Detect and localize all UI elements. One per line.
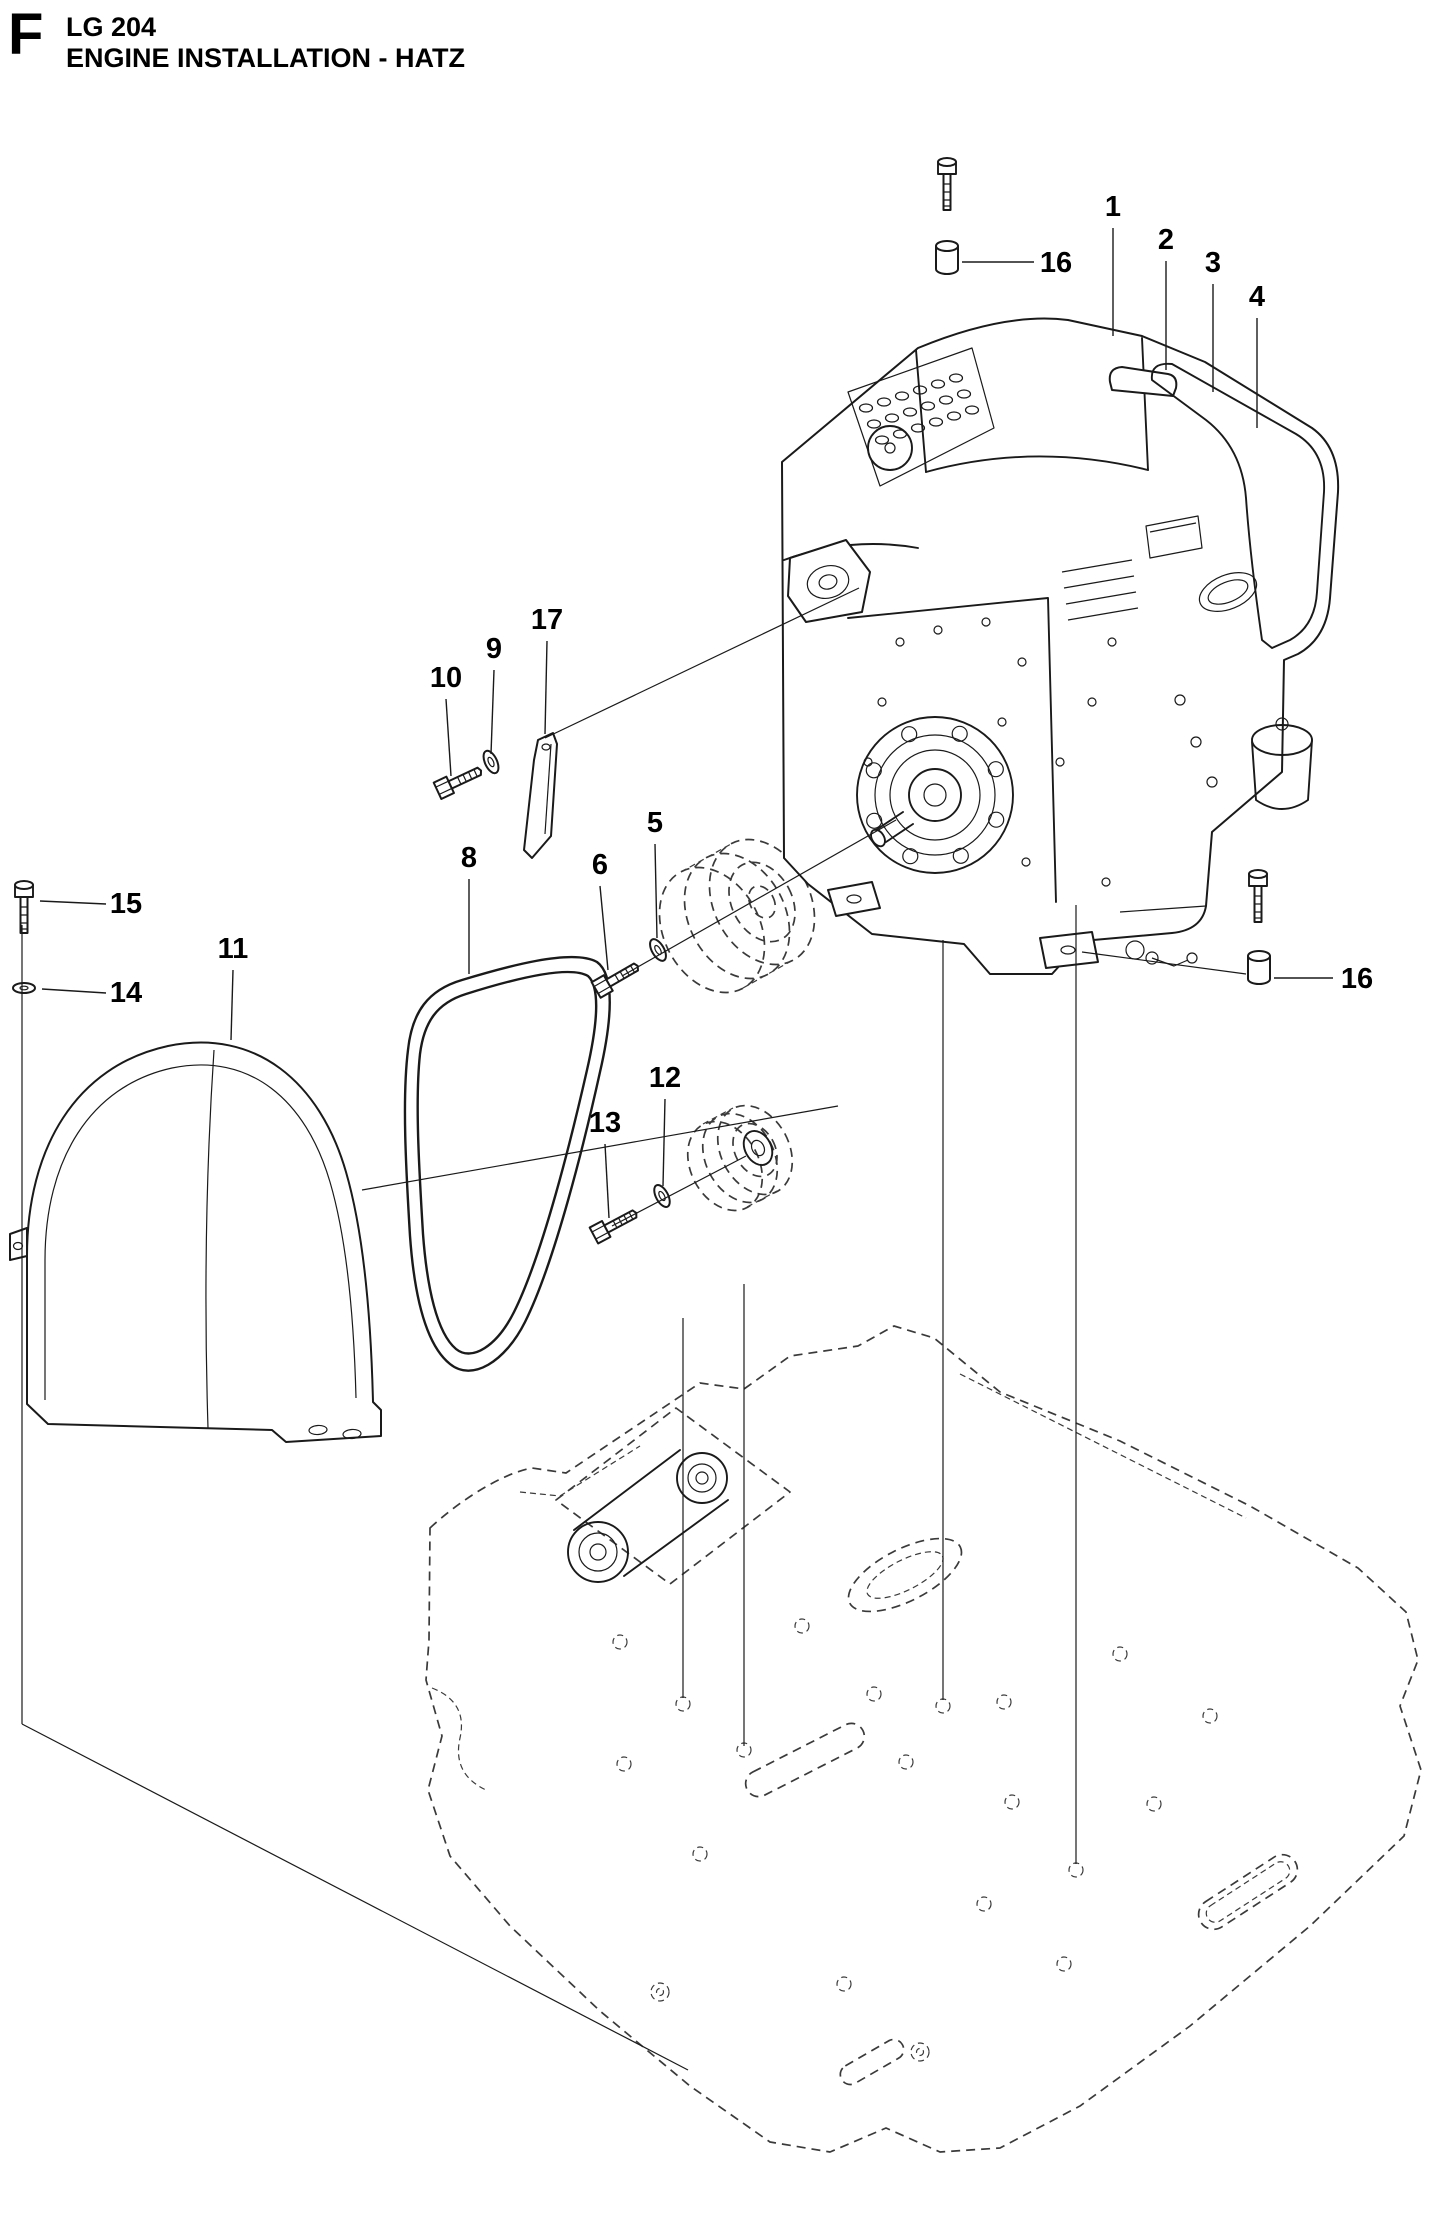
callout-label-8-10: 8 <box>461 842 477 874</box>
base-plate <box>425 1325 1422 2153</box>
construction-lines <box>21 587 1247 2071</box>
leader-line-11-13 <box>230 969 234 1041</box>
crankshaft-stub <box>875 811 914 843</box>
mount-sleeve-right <box>1247 950 1271 985</box>
flywheel <box>856 716 1014 874</box>
construction-line-1 <box>544 587 860 739</box>
lifting-handle <box>1108 366 1178 397</box>
engine-foot-left <box>827 881 881 917</box>
base-oval-boss <box>847 1537 963 1613</box>
callout-label-3-2: 3 <box>1205 247 1221 279</box>
section-letter: F <box>8 2 44 67</box>
pto-snout <box>787 539 871 623</box>
leader-line-14-12 <box>41 988 107 994</box>
callout-label-1-0: 1 <box>1105 191 1121 223</box>
construction-line-10 <box>621 819 897 977</box>
leader-line-17-5 <box>544 640 548 735</box>
leader-line-5-8 <box>654 843 658 939</box>
callout-label-14-12: 14 <box>110 977 142 1009</box>
base-slot-small <box>839 2038 905 2086</box>
oil-filter <box>1251 717 1313 810</box>
callout-label-6-9: 6 <box>592 849 608 881</box>
bolt-15 <box>14 880 34 934</box>
recoil-starter <box>867 425 913 471</box>
leader-line-6-9 <box>599 885 609 971</box>
callout-label-16-16: 16 <box>1341 963 1373 995</box>
belt-guard <box>9 1041 382 1443</box>
callout-label-15-11: 15 <box>110 888 142 920</box>
base-plate-outline <box>425 1325 1422 2153</box>
block-bolt-dots <box>863 617 1218 887</box>
base-plate-holes <box>612 1618 1218 2062</box>
callout-label-16-4: 16 <box>1040 247 1072 279</box>
screw-10 <box>432 761 486 800</box>
callout-label-12-14: 12 <box>649 1062 681 1094</box>
construction-line-11 <box>611 1155 747 1227</box>
flywheel-bolt-circle <box>865 725 1005 865</box>
tank-emblem <box>1198 572 1258 612</box>
engine-foot-right <box>1039 931 1099 969</box>
callout-label-11-13: 11 <box>218 933 249 965</box>
leader-line-9-6 <box>490 669 495 755</box>
handle-cutout <box>1197 1853 1299 1931</box>
eccentric-pulley <box>686 1104 794 1212</box>
v-belt <box>403 955 611 1372</box>
leader-line-10-7 <box>445 698 452 777</box>
construction-line-9 <box>1081 951 1247 975</box>
base-slot <box>744 1722 866 1798</box>
washer-14 <box>12 982 36 994</box>
bracket-17 <box>523 732 558 859</box>
page-header: LG 204 ENGINE INSTALLATION - HATZ <box>66 12 465 74</box>
callout-label-17-5: 17 <box>531 604 563 636</box>
leader-line-12-14 <box>662 1098 666 1187</box>
construction-line-7 <box>21 1723 689 2071</box>
mount-bolt-right <box>1248 869 1268 923</box>
vent-holes <box>858 373 980 445</box>
mount-bolt-top <box>937 157 957 211</box>
construction-line-8 <box>361 1105 839 1191</box>
callout-label-13-15: 13 <box>589 1107 621 1139</box>
callout-label-4-3: 4 <box>1249 281 1265 313</box>
page-title: ENGINE INSTALLATION - HATZ <box>66 43 465 74</box>
leader-line-15-11 <box>39 900 107 905</box>
engine-assembly <box>781 317 1340 975</box>
model-number: LG 204 <box>66 12 157 42</box>
bearing-detail <box>567 1449 729 1583</box>
cylinder-fins <box>1061 559 1139 621</box>
callout-label-9-6: 9 <box>486 633 502 665</box>
callout-label-5-8: 5 <box>647 807 663 839</box>
mount-sleeve-top <box>935 240 959 275</box>
callout-label-2-1: 2 <box>1158 224 1174 256</box>
callout-label-10-7: 10 <box>430 662 462 694</box>
leader-line-13-15 <box>604 1143 610 1219</box>
